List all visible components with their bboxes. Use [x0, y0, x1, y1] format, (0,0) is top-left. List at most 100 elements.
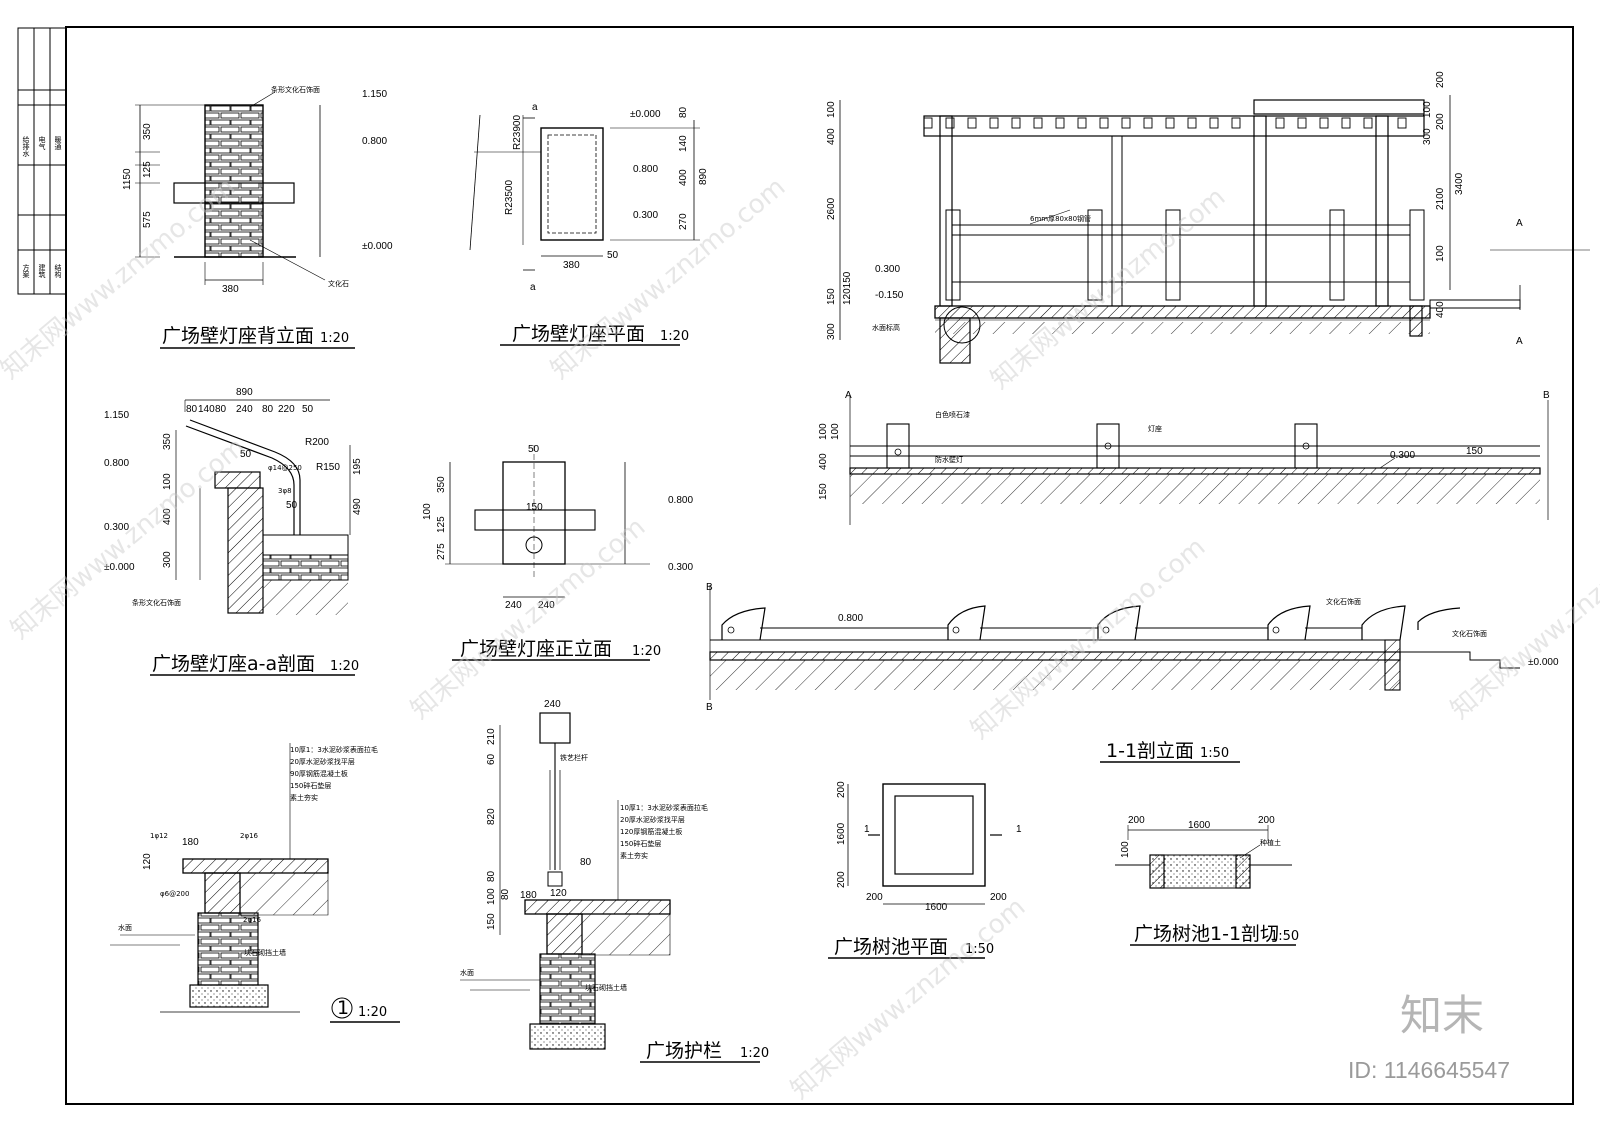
- detail1-circle-number: 1: [337, 997, 349, 1019]
- watermark-3: 知末网www.znzmo.com: [545, 172, 791, 385]
- detail1-layer-3: 90厚钢筋混凝土板: [290, 769, 348, 778]
- note-culture-stone-strip: 条形文化石饰面: [271, 85, 320, 94]
- dim-back-350: 350: [142, 123, 153, 140]
- elev-0800-e: 0.800: [104, 458, 129, 469]
- back-elevation-view: [135, 91, 355, 349]
- dim-section-240: 240: [236, 404, 253, 415]
- railing-dim-240: 240: [544, 699, 561, 710]
- title-front-elevation: 广场壁灯座正立面: [460, 638, 612, 660]
- elev-0300-c: 0.300: [875, 264, 900, 275]
- dim-pergola-r200b: 200: [1435, 113, 1446, 130]
- title-tree-pit-plan: 广场树池平面: [834, 936, 948, 958]
- elev-0000-e: ±0.000: [104, 562, 135, 573]
- dim-lamp-150: 150: [818, 483, 829, 500]
- dim-section-300: 300: [162, 551, 173, 568]
- detail1-dim-120: 120: [142, 853, 153, 870]
- dim-front-275: 275: [436, 543, 447, 560]
- scale-section-aa: 1:20: [330, 659, 359, 674]
- dim-section-100: 100: [162, 473, 173, 490]
- note-culture-stone: 文化石: [328, 279, 349, 288]
- pit-sec-100: 100: [1120, 841, 1131, 858]
- elev-m0150-c: -0.150: [875, 290, 904, 301]
- railing-layer-2: 20厚水泥砂浆找平层: [620, 815, 685, 824]
- watermark-7: 知末网www.znzmo.com: [785, 892, 1031, 1105]
- elev-0000-b: ±0.000: [630, 109, 661, 120]
- dim-pergola-150: 150: [826, 288, 837, 305]
- detail1-rubble-wall: 块石砌挡土墙: [244, 948, 286, 957]
- detail-1-view: [110, 743, 400, 1023]
- railing-dim-820: 820: [486, 808, 497, 825]
- cut-mark-A-row: A: [845, 390, 852, 401]
- elev-0800-a: 0.800: [362, 136, 387, 147]
- note-rebar-1: φ14@250: [268, 464, 302, 472]
- scale-back-elevation: 1:20: [320, 331, 349, 346]
- note-culture-stone-face: 文化石饰面: [1326, 597, 1361, 606]
- pit-plan-1600h: 1600: [925, 902, 948, 913]
- cut-mark-a-top: a: [532, 102, 538, 113]
- detail1-rebar-3: φ6@200: [160, 890, 189, 898]
- dim-front-hole-150: 150: [526, 502, 543, 513]
- railing-dim-80b: 80: [500, 888, 511, 900]
- tree-pit-plan-view: [828, 783, 1002, 959]
- dim-pergola-r400: 400: [1435, 301, 1446, 318]
- pergola-elevation-view: [839, 95, 1590, 364]
- railing-dim-150: 150: [486, 913, 497, 930]
- dim-front-50: 50: [528, 444, 540, 455]
- front-elevation-view: [445, 445, 650, 661]
- note-culture-stone-face-b: 文化石饰面: [1452, 629, 1487, 638]
- title-back-elevation: 广场壁灯座背立面: [162, 325, 314, 347]
- scale-tree-pit-section: 1:50: [1270, 929, 1299, 944]
- dim-back-1150: 1150: [122, 168, 133, 190]
- dim-pergola-r300: 300: [1422, 128, 1433, 145]
- elev-0300-f: 0.300: [668, 562, 693, 573]
- railing-dim-180: 180: [520, 890, 537, 901]
- dim-plan-890: 890: [698, 168, 709, 185]
- watermark-6: 知末网www.znzmo.com: [965, 532, 1211, 745]
- dim-plan-80: 80: [678, 106, 689, 118]
- sidebar-row-structure: 结构: [54, 263, 62, 279]
- dim-section-small-50: 50: [240, 449, 252, 460]
- sidebar-row-electrical: 电气: [38, 135, 46, 150]
- dim-section-195: 195: [352, 458, 363, 475]
- dim-front-240b: 240: [538, 600, 555, 611]
- scale-railing: 1:20: [740, 1046, 769, 1061]
- dim-front-240a: 240: [505, 600, 522, 611]
- elev-1150-a: 1.150: [362, 89, 387, 100]
- dim-section-220: 220: [278, 404, 295, 415]
- dim-section-80a: 80: [186, 404, 198, 415]
- pit-plan-200c: 200: [866, 892, 883, 903]
- cut-mark-A-top: A: [1516, 218, 1523, 229]
- railing-layer-3: 120厚钢筋混凝土板: [620, 827, 682, 836]
- railing-view: [460, 712, 760, 1063]
- detail1-layer-4: 150碎石垫层: [290, 781, 331, 790]
- scale-front-elevation: 1:20: [632, 644, 661, 659]
- scale-section-11-elev: 1:50: [1200, 746, 1229, 761]
- pit-plan-cut-left: 1: [864, 824, 870, 835]
- dim-plan-400: 400: [678, 169, 689, 186]
- detail1-rebar-2: 2φ16: [240, 832, 259, 840]
- dim-pergola-400: 400: [826, 128, 837, 145]
- dim-lamp-100a: 100: [818, 423, 829, 440]
- plan-view: [469, 114, 700, 346]
- dim-plan-140: 140: [678, 135, 689, 152]
- elev-0800-g: 0.800: [838, 613, 863, 624]
- cut-mark-B-bottom: B: [706, 702, 713, 713]
- railing-dim-100: 100: [486, 888, 497, 905]
- dim-section-400: 400: [162, 508, 173, 525]
- dim-front-100: 100: [422, 503, 433, 520]
- dim-section-490: 490: [352, 498, 363, 515]
- dim-lamp-400: 400: [818, 453, 829, 470]
- dim-plan-270: 270: [678, 213, 689, 230]
- detail1-layer-5: 素土夯实: [290, 793, 318, 802]
- dim-pergola-100: 100: [826, 101, 837, 118]
- railing-dim-60: 60: [486, 753, 497, 765]
- note-white-lacquer: 白色喷石漆: [935, 410, 970, 419]
- dim-plan-r23900: R23900: [512, 115, 523, 150]
- cut-mark-B-top: B: [706, 582, 713, 593]
- scale-plan: 1:20: [660, 329, 689, 344]
- pit-sec-1600: 1600: [1188, 820, 1211, 831]
- dim-pergola-3400: 3400: [1454, 172, 1465, 195]
- dim-pergola-2600: 2600: [826, 197, 837, 220]
